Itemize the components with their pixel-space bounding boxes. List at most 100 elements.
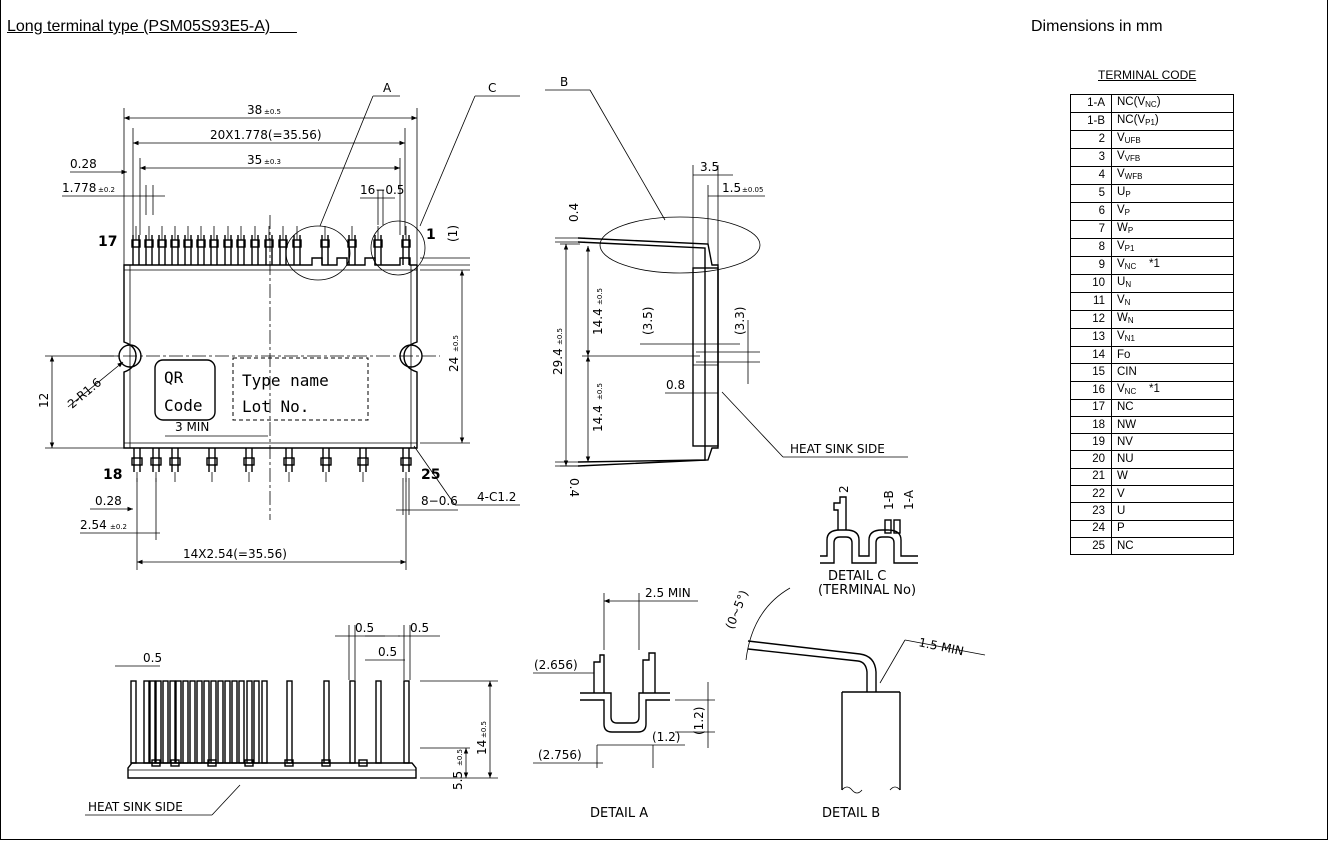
front-view: 0.5 0.5 0.5 0.5 14 ±0.5 5.5 ±0.5 HEAT SI…	[85, 621, 498, 816]
radius-label: 2-R1.6	[65, 375, 104, 411]
dim-2-5-min: 2.5 MIN	[645, 586, 691, 600]
top-pin	[144, 226, 154, 265]
terminal-number: 23	[1070, 502, 1112, 521]
angle-label: (0~5°)	[723, 588, 751, 631]
top-pin	[223, 226, 233, 265]
detail-b-ellipse	[599, 216, 761, 274]
units-note: Dimensions in mm	[1031, 18, 1163, 35]
detail-a-circle	[285, 225, 351, 281]
dim-pitch-bottom: 14X2.54(=35.56)	[183, 547, 287, 561]
terminal-number: 22	[1070, 485, 1112, 504]
dim-24: 24	[447, 357, 461, 372]
svg-text:±0.5: ±0.5	[456, 749, 464, 766]
dim-1-2-h: (1.2)	[652, 730, 680, 744]
front-pin	[246, 680, 253, 764]
detail-c-pin-2: 2	[837, 485, 851, 493]
dim-2-54: 2.54	[80, 518, 107, 532]
svg-text:±0.5: ±0.5	[480, 721, 488, 738]
bottom-pin	[206, 448, 218, 482]
top-pin	[401, 226, 411, 265]
dim-1-5-min: 1.5 MIN	[917, 635, 965, 658]
top-pin	[170, 226, 180, 265]
dim-2-656: (2.656)	[534, 658, 578, 672]
front-pin	[349, 680, 356, 764]
dim-0-4-top: 0.4	[567, 203, 581, 222]
svg-text:±0.2: ±0.2	[98, 186, 115, 194]
front-pin	[189, 680, 196, 764]
front-pin	[130, 680, 137, 764]
front-pin	[375, 680, 382, 764]
bottom-pins	[131, 448, 412, 482]
dim-1: (1)	[446, 225, 460, 242]
top-pin	[264, 226, 274, 265]
bottom-pin	[357, 448, 369, 482]
front-pin-foot	[170, 759, 180, 767]
detail-a-label: DETAIL A	[590, 806, 648, 821]
front-pins	[130, 680, 410, 767]
dim-14-4-bottom: 14.4	[591, 405, 605, 432]
dim-0-4-bottom: 0.4	[567, 478, 581, 497]
page-title: Long terminal type (PSM05S93E5-A)	[7, 18, 297, 35]
dim-35: 35	[247, 153, 262, 167]
front-pin	[286, 680, 293, 764]
terminal-number: 19	[1070, 433, 1112, 452]
svg-text:±0.5: ±0.5	[596, 383, 604, 400]
front-pin	[238, 680, 245, 764]
dim-0-5-a: 0.5	[143, 651, 162, 665]
front-pin	[196, 680, 203, 764]
dim-5-5: 5.5	[451, 771, 465, 790]
dim-8-0-6: 8−0.6	[421, 494, 458, 508]
top-pin	[278, 226, 288, 265]
svg-text:±0.3: ±0.3	[264, 158, 281, 166]
front-pin	[203, 680, 210, 764]
detail-c-sublabel: (TERMINAL No)	[818, 583, 916, 598]
dim-0-28-bottom: 0.28	[95, 494, 122, 508]
heat-sink-body	[692, 267, 719, 447]
front-pin	[224, 680, 231, 764]
top-pin	[373, 226, 383, 265]
top-pin	[157, 226, 167, 265]
detail-c-label: DETAIL C	[828, 569, 886, 584]
dim-38: 38	[247, 103, 262, 117]
bottom-pin	[283, 448, 295, 482]
dim-14-4-top: 14.4	[591, 308, 605, 335]
front-pin	[162, 680, 169, 764]
front-pin-foot	[207, 759, 217, 767]
pin-1-label: 1	[426, 227, 436, 243]
dim-0-5-d: 0.5	[378, 645, 397, 659]
detail-b: 1.5 MIN (0~5°) DETAIL B	[723, 587, 986, 821]
dim-0-5-b: 0.5	[355, 621, 374, 635]
front-pin-foot	[321, 759, 331, 767]
type-name-label: Type name	[242, 371, 329, 390]
front-pin	[403, 680, 410, 764]
dim-3-3-paren: (3.3)	[733, 307, 747, 335]
top-view: QR Code Type name Lot No. 17 1 18 25 38 …	[37, 81, 520, 570]
lot-no-label: Lot No.	[242, 397, 309, 416]
dim-pitch-top: 20X1.778(=35.56)	[210, 128, 322, 142]
front-pin	[217, 680, 224, 764]
terminal-signal: NC	[1111, 536, 1234, 556]
front-pin	[182, 680, 189, 764]
dim-3-5: 3.5	[700, 160, 719, 174]
top-pin	[236, 226, 246, 265]
heat-sink-side-label: HEAT SINK SIDE	[790, 442, 885, 456]
front-pin	[155, 680, 162, 764]
pin-17-label: 17	[98, 234, 117, 250]
svg-text:±0.5: ±0.5	[556, 328, 564, 345]
detail-a: 2.5 MIN (2.656) (2.756) (1.2) (1.2) DETA…	[533, 586, 715, 821]
detail-c: 2 1-B 1-A DETAIL C (TERMINAL No)	[818, 485, 918, 598]
bottom-pin	[169, 448, 181, 482]
front-pin	[261, 680, 268, 764]
svg-text:±0.5: ±0.5	[264, 108, 281, 116]
top-pins	[131, 226, 411, 265]
front-heat-sink-label: HEAT SINK SIDE	[88, 800, 183, 814]
front-pin	[149, 680, 156, 764]
bottom-pin	[243, 448, 255, 482]
